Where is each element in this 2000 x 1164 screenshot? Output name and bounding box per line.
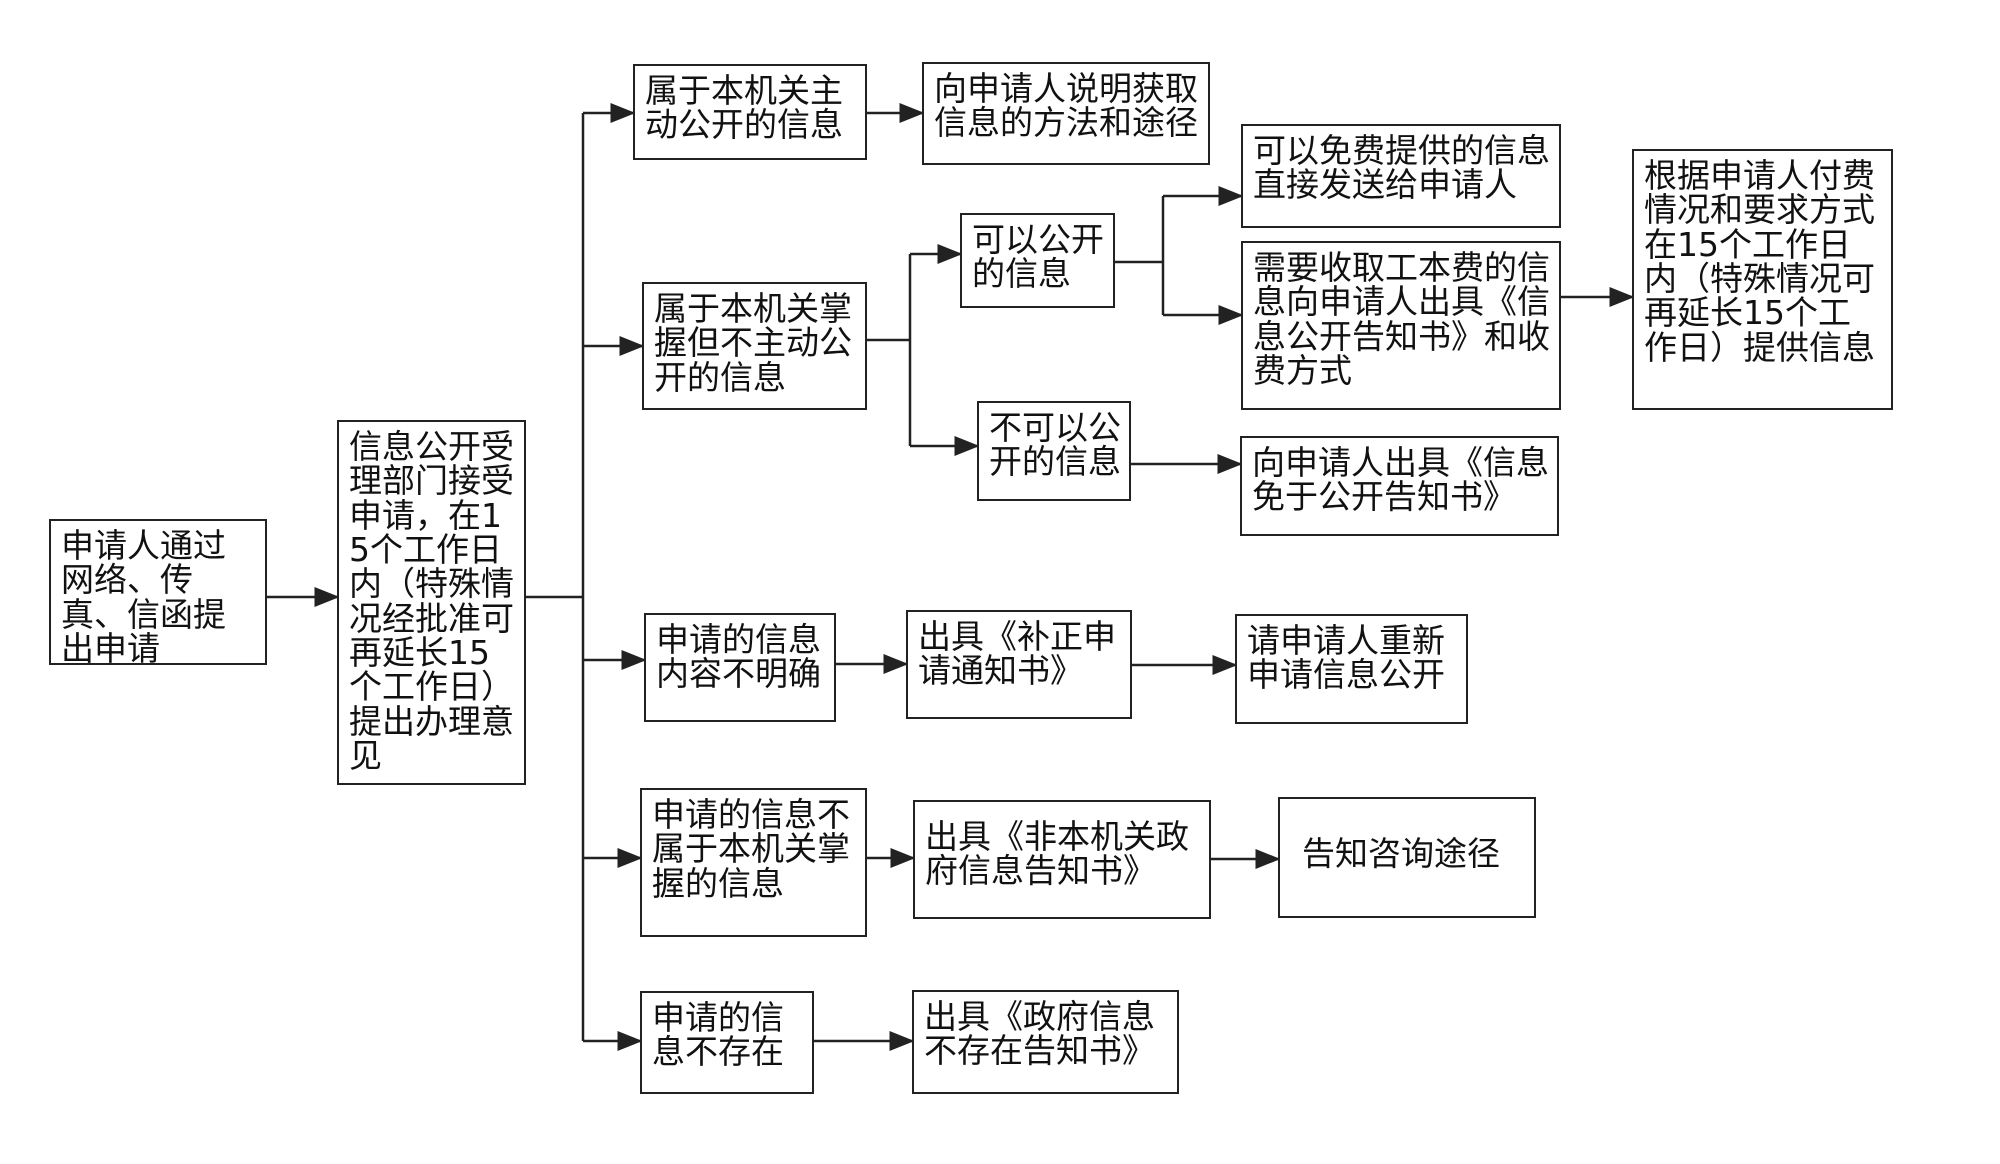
node-non-agency-notice: 出具《非本机关政府信息告知书》 [913,800,1211,919]
node-inform-channel: 告知咨询途径 [1278,797,1536,918]
node-free-info: 可以免费提供的信息直接发送给申请人 [1241,124,1561,228]
node-not-exist-notice: 出具《政府信息不存在告知书》 [912,990,1179,1094]
node-fee-info: 需要收取工本费的信息向申请人出具《信息公开告知书》和收费方式 [1241,241,1561,410]
node-exempt-notice: 向申请人出具《信息免于公开告知书》 [1240,436,1559,536]
node-accept: 信息公开受理部门接受申请，在15个工作日内（特殊情况经批准可再延长15个工作日）… [337,420,526,785]
node-reapply: 请申请人重新申请信息公开 [1235,614,1468,724]
node-active-public: 属于本机关主动公开的信息 [633,64,867,160]
node-explain-method: 向申请人说明获取信息的方法和途径 [922,62,1210,165]
node-provide-info: 根据申请人付费情况和要求方式在15个工作日内（特殊情况可再延长15个工作日）提供… [1632,149,1893,410]
node-unclear: 申请的信息内容不明确 [644,613,836,722]
node-not-exist: 申请的信息不存在 [640,991,814,1094]
node-cannot-public: 不可以公开的信息 [977,401,1131,501]
node-correction-notice: 出具《补正申请通知书》 [906,610,1132,719]
node-apply: 申请人通过网络、传真、信函提出申请 [49,519,267,665]
node-can-public: 可以公开的信息 [960,213,1115,308]
node-held-not-public: 属于本机关掌握但不主动公开的信息 [642,282,867,410]
node-not-held: 申请的信息不属于本机关掌握的信息 [640,788,867,937]
